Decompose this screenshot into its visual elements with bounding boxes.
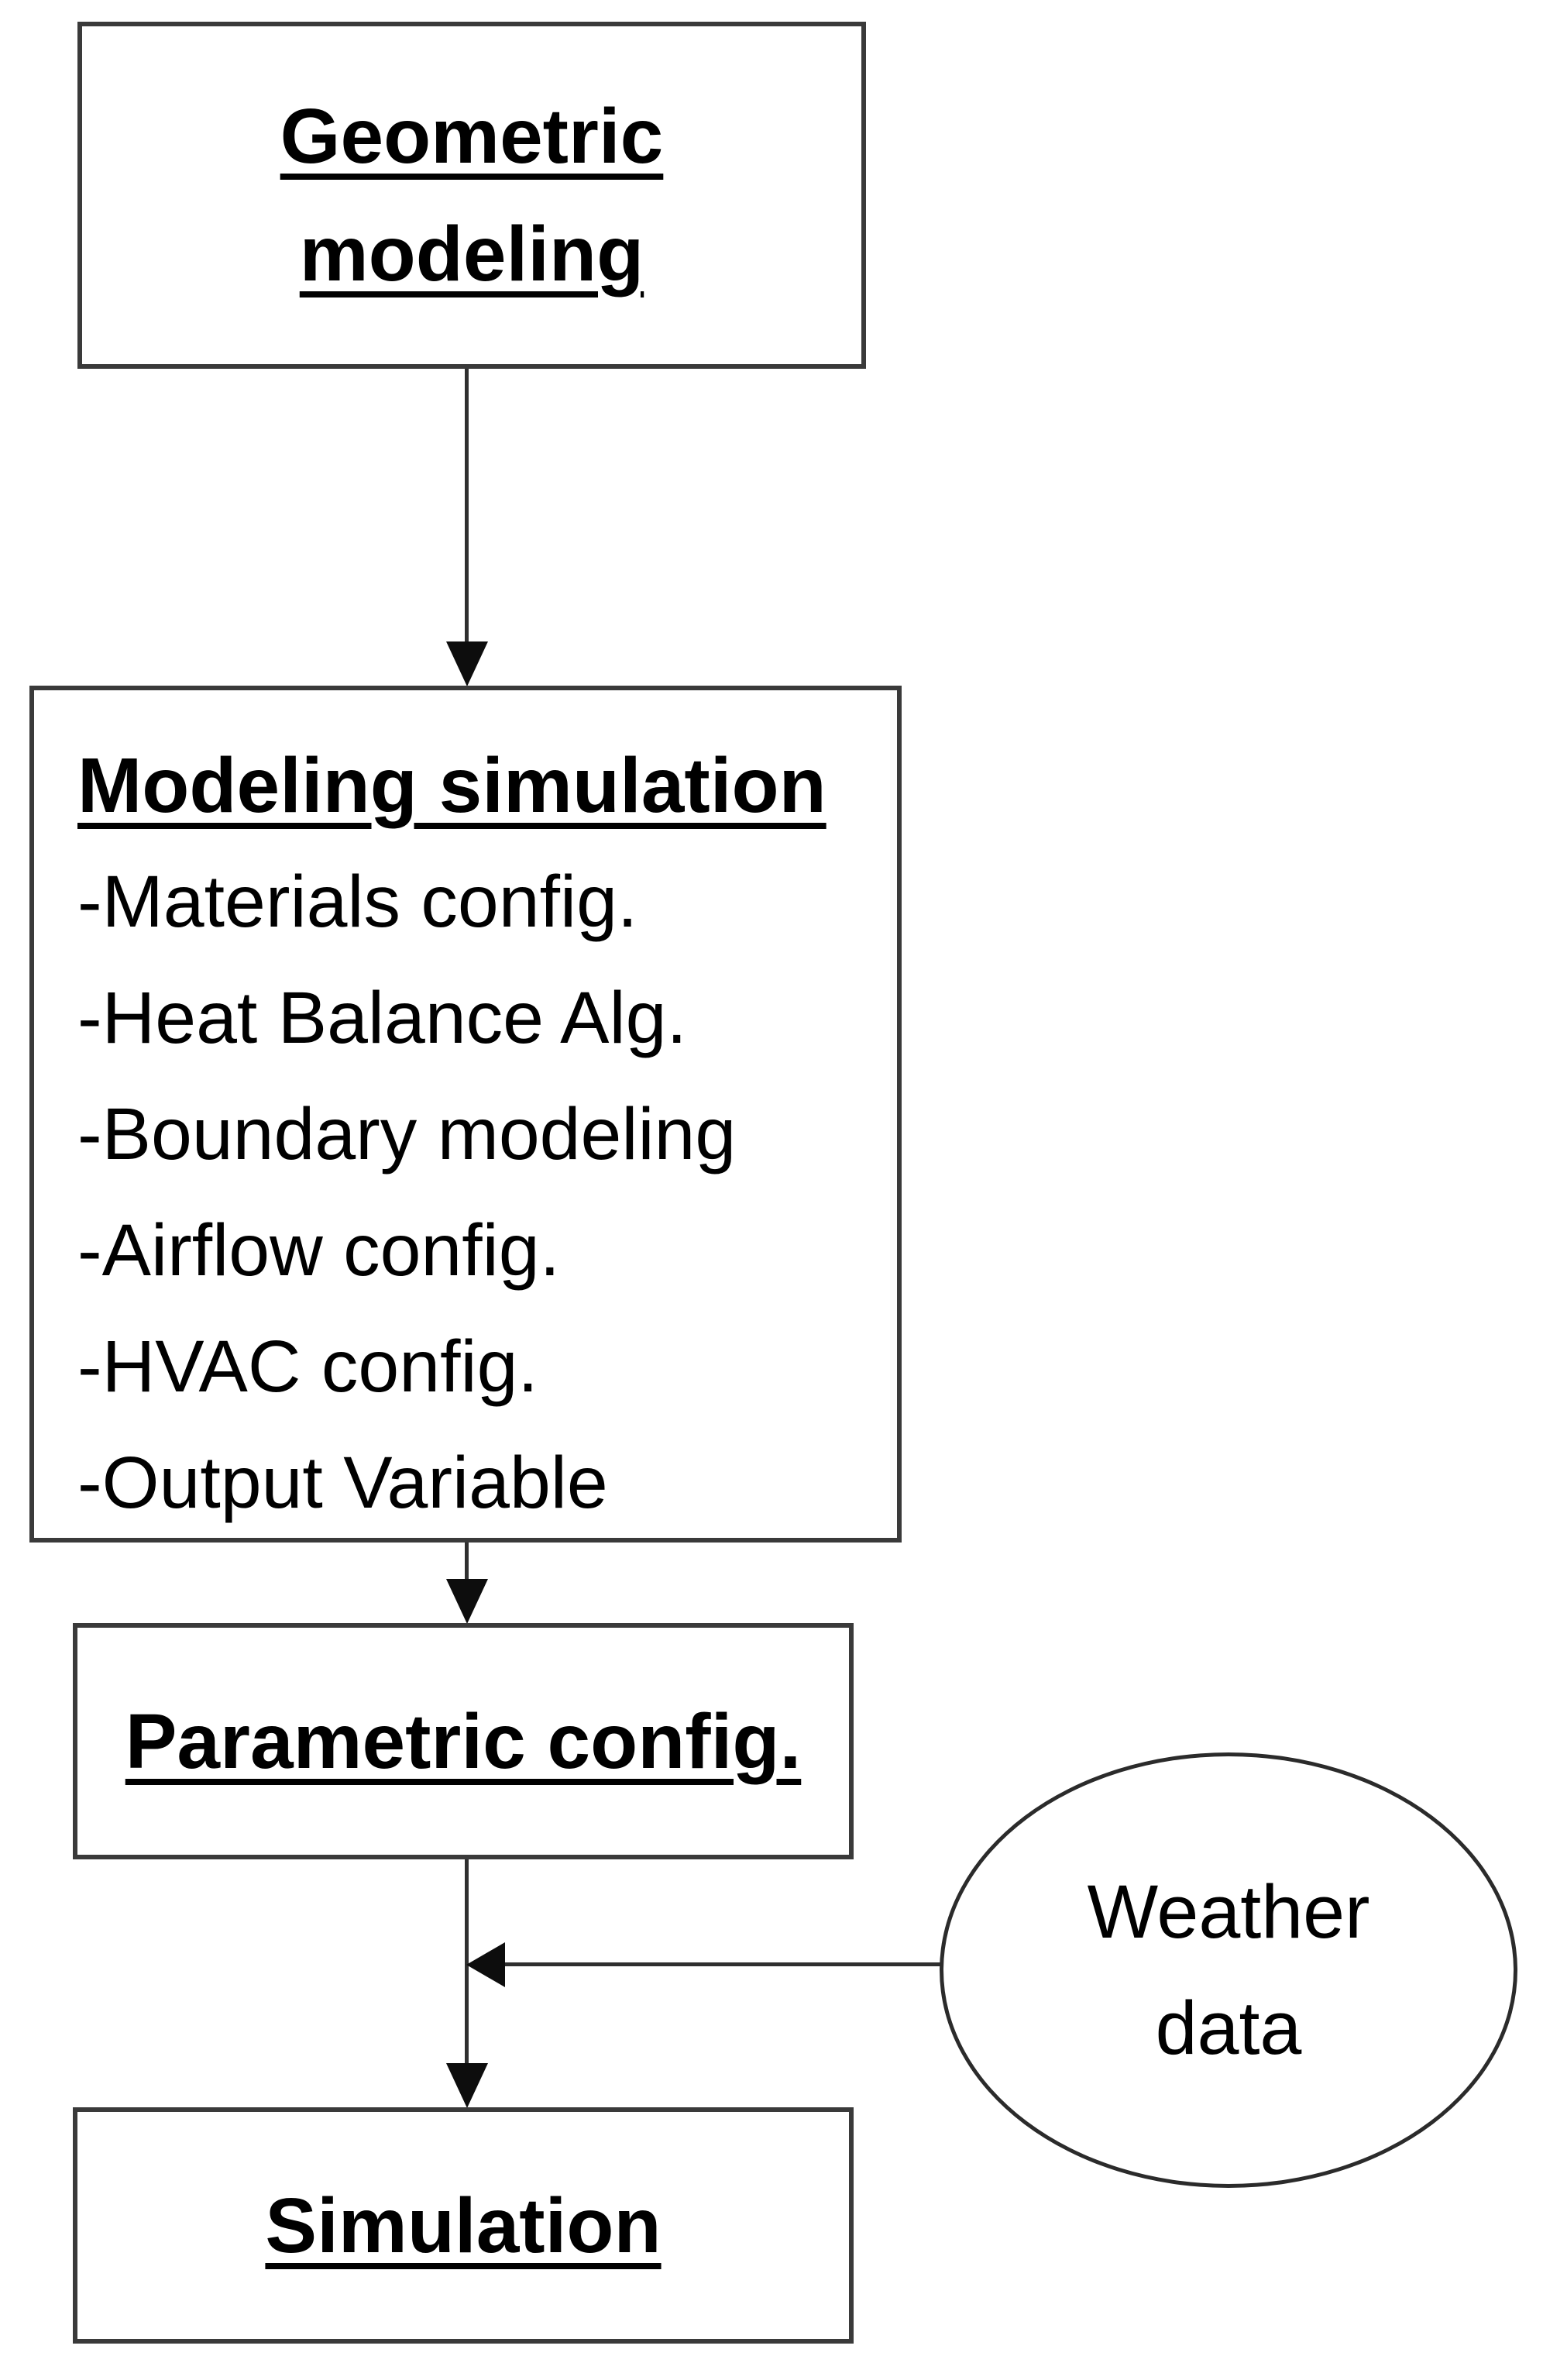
modeling-item-materials: -Materials config. <box>77 861 638 943</box>
modeling-item-output-variable: -Output Variable <box>77 1442 608 1524</box>
geometric-modeling-line1: Geometric <box>280 93 664 180</box>
weather-data-line1: Weather <box>1087 1869 1370 1954</box>
arrowhead-down-icon <box>446 2063 488 2108</box>
connector-weather-to-flow <box>500 1962 942 1966</box>
connector-geometric-to-modeling <box>465 369 469 645</box>
arrowhead-left-icon <box>466 1942 505 1987</box>
modeling-item-heat-balance: -Heat Balance Alg. <box>77 977 687 1059</box>
arrowhead-down-icon <box>446 641 488 686</box>
weather-data-ellipse: Weather data <box>940 1752 1517 2188</box>
modeling-item-boundary: -Boundary modeling <box>77 1093 737 1175</box>
connector-modeling-to-parametric <box>465 1543 469 1580</box>
parametric-config-label: Parametric config. <box>125 1697 802 1785</box>
geometric-modeling-box: Geometric modeling <box>77 22 866 369</box>
geometric-modeling-label: Geometric modeling <box>280 77 664 313</box>
arrowhead-down-icon <box>446 1579 488 1624</box>
modeling-item-airflow: -Airflow config. <box>77 1209 560 1291</box>
modeling-item-hvac: -HVAC config. <box>77 1326 538 1408</box>
modeling-simulation-box: Modeling simulation -Materials config. -… <box>29 686 902 1543</box>
parametric-config-box: Parametric config. <box>73 1623 854 1859</box>
simulation-box: Simulation <box>73 2107 854 2344</box>
weather-data-line2: data <box>1155 1986 1302 2070</box>
simulation-label: Simulation <box>265 2182 662 2269</box>
geometric-modeling-line2: modeling <box>299 211 644 298</box>
modeling-simulation-title: Modeling simulation <box>77 742 826 829</box>
